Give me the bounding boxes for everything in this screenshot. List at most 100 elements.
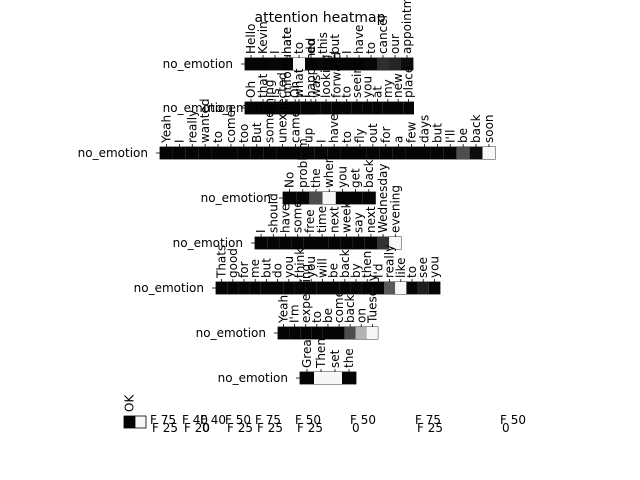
heatmap-cell: [355, 327, 367, 339]
colorbar-tick-label: F 20: [184, 421, 210, 435]
word-label: expecting: [299, 264, 313, 323]
colorbar-tick-label: F 25: [152, 421, 178, 435]
word-label: too: [237, 124, 251, 143]
heatmap-cell: [329, 58, 341, 70]
heatmap-cell: [428, 282, 440, 294]
heatmap-cell: [377, 58, 389, 70]
heatmap-cell: [482, 147, 496, 159]
heatmap-cell: [269, 102, 281, 114]
heatmap-cell: [278, 327, 290, 339]
word-label: come: [224, 110, 238, 143]
heatmap-cell: [269, 58, 281, 70]
word-label: what: [292, 68, 306, 98]
word-label: to: [405, 266, 419, 278]
word-label: Kevin: [256, 21, 270, 54]
heatmap-cell: [365, 58, 377, 70]
word-label: you: [427, 256, 441, 278]
heatmap-cell: [384, 282, 396, 294]
heatmap-cell: [310, 102, 321, 114]
word-label: back: [338, 249, 352, 278]
heatmap-cell: [160, 147, 173, 159]
heatmap-cell: [216, 282, 228, 294]
heatmap-cell: [227, 282, 239, 294]
word-label: new: [391, 73, 405, 98]
word-label: Then: [314, 338, 328, 369]
heatmap-cell: [300, 372, 314, 384]
word-label: you: [335, 166, 349, 188]
heatmap-cell: [296, 192, 310, 204]
word-label: be: [321, 308, 335, 323]
word-label: days: [417, 115, 431, 143]
heatmap-cell: [172, 147, 186, 159]
word-label: evening: [388, 185, 402, 233]
word-label: have: [279, 204, 293, 233]
heatmap-cell: [372, 102, 383, 114]
heatmap-cell: [395, 282, 407, 294]
word-label: wanted: [198, 99, 212, 143]
word-label: you: [360, 76, 374, 98]
word-label: think: [293, 248, 307, 278]
heatmap-cell: [198, 147, 212, 159]
word-label: to: [310, 311, 324, 323]
word-label: Oh: [244, 81, 258, 98]
heatmap-cell: [237, 147, 251, 159]
heatmap-cell: [272, 282, 284, 294]
word-label: I: [268, 50, 282, 54]
word-label: back: [362, 159, 376, 188]
word-label: next: [327, 206, 341, 233]
colorbar-tick-label: F 40: [200, 413, 226, 427]
word-label: No: [283, 172, 297, 188]
heatmap-cell: [379, 147, 393, 159]
word-label: the: [342, 348, 356, 368]
colorbar-tick-label: 0: [352, 421, 360, 435]
heatmap-cell: [245, 58, 257, 70]
heatmap-cell: [320, 102, 332, 114]
heatmap-cell: [279, 237, 292, 249]
heatmap-cell: [249, 282, 261, 294]
word-label: Yeah: [277, 295, 291, 324]
heatmap-cell: [305, 58, 317, 70]
row-label: no_emotion: [163, 57, 233, 71]
word-label: free: [303, 209, 317, 233]
heatmap-row: no_emotionHelloKevinIhatetodothisbutIhav…: [163, 0, 414, 71]
word-label: unfortunate: [280, 27, 294, 98]
word-label: you: [282, 256, 296, 278]
heatmap-row: no_emotionYeahIreallywantedtocometooButs…: [78, 72, 496, 160]
heatmap-cell: [351, 102, 363, 114]
heatmap-cell: [341, 58, 353, 70]
word-label: I: [172, 139, 186, 143]
word-label: unexpected: [276, 72, 290, 143]
word-label: something: [263, 79, 277, 143]
colorbar-tick-label: F 50: [225, 413, 251, 427]
heatmap-cell: [418, 147, 431, 159]
heatmap-cell: [366, 327, 378, 339]
heatmap-cell: [311, 327, 323, 339]
word-label: a: [392, 136, 406, 143]
word-label: to: [364, 42, 378, 54]
heatmap-cell: [456, 147, 470, 159]
heatmap-cell: [389, 237, 402, 249]
word-label: hate: [280, 27, 294, 54]
word-label: good: [226, 248, 240, 278]
heatmap-cell: [469, 147, 483, 159]
word-label: this: [316, 32, 330, 54]
heatmap-cell: [185, 147, 199, 159]
heatmap-cell: [322, 192, 336, 204]
word-label: really: [383, 245, 397, 278]
word-label: should: [266, 193, 280, 233]
heatmap-rows: no_emotionHelloKevinIhatetodothisbutIhav…: [78, 0, 496, 385]
word-label: Thats: [215, 245, 229, 279]
word-label: like: [394, 257, 408, 278]
word-label: soon: [482, 114, 496, 143]
word-label: next: [364, 206, 378, 233]
summary-cell: [134, 415, 147, 429]
word-label: that: [256, 73, 270, 98]
heatmap-cell: [342, 372, 356, 384]
heatmap-cell: [401, 58, 413, 70]
heatmap-cell: [294, 282, 306, 294]
heatmap-cell: [224, 147, 238, 159]
word-label: but: [259, 258, 273, 278]
word-label: up: [301, 128, 315, 143]
